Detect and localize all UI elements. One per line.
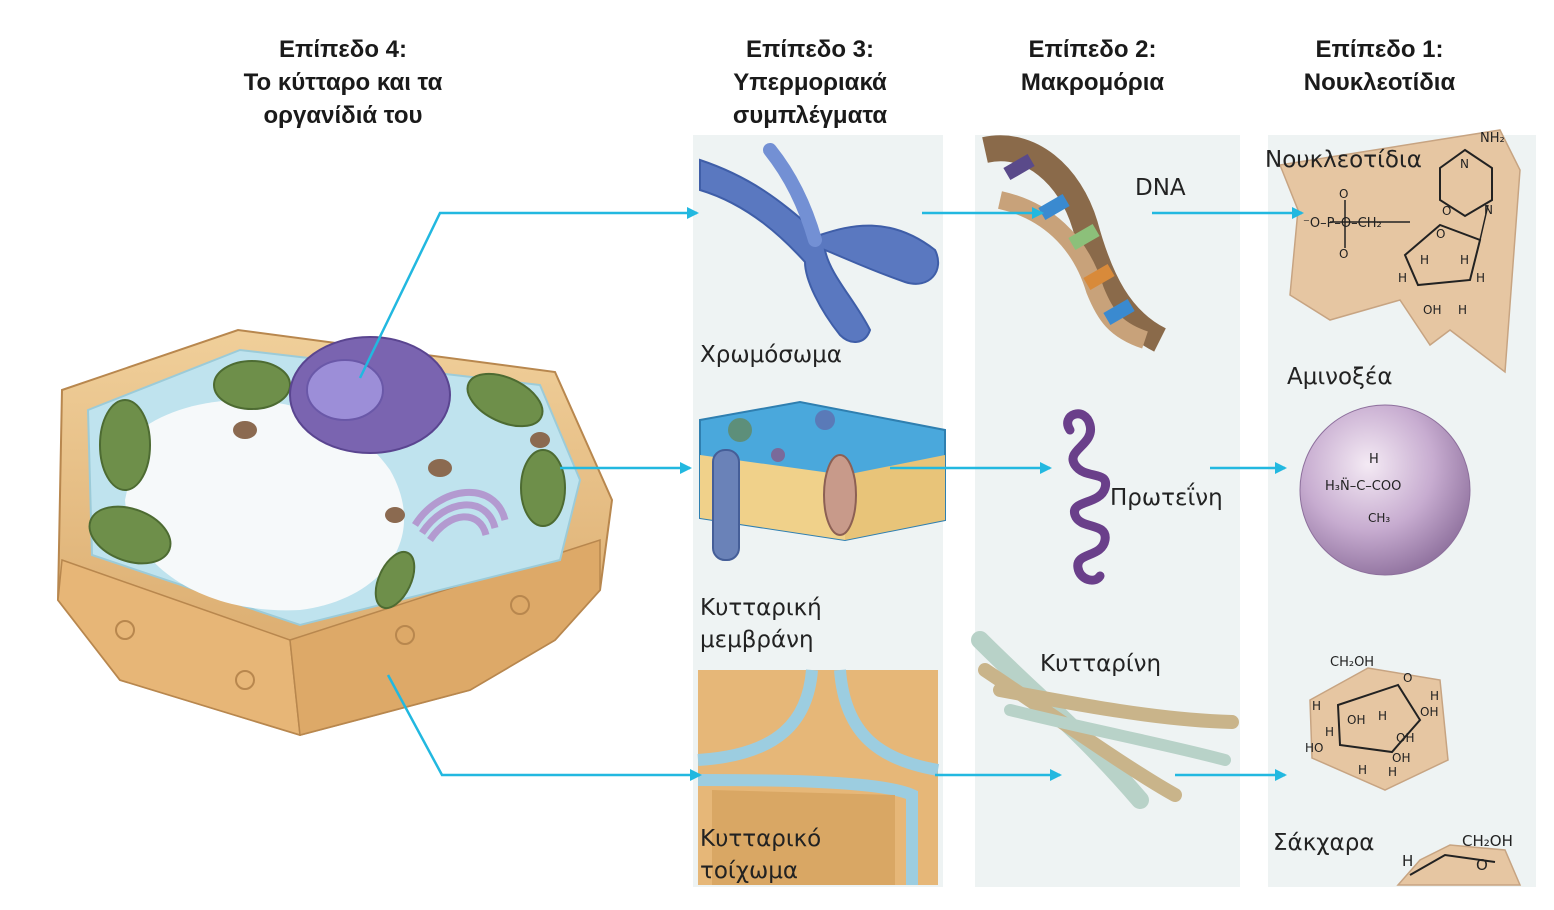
transmembrane-protein-2	[824, 455, 856, 535]
chem-n2: N	[1484, 203, 1493, 217]
chem-h-a: H	[1420, 253, 1429, 267]
chem-h-e: H	[1458, 303, 1467, 317]
mitochondrion-1	[233, 421, 257, 439]
chem-n1: N	[1460, 157, 1469, 171]
label-cell-membrane-line2: μεμβράνη	[700, 624, 822, 656]
protein-illustration	[1068, 414, 1106, 580]
chem-p-o-bottom: O	[1339, 247, 1348, 261]
chem-h-c: H	[1398, 271, 1407, 285]
transmembrane-protein-1	[713, 450, 739, 560]
chem-aa-amine: H₃N̈–C–COO	[1325, 479, 1401, 494]
cell-membrane-illustration	[700, 402, 945, 560]
chem-sugar-o: O	[1403, 671, 1412, 685]
chem-sugar-h1: H	[1312, 699, 1321, 713]
nucleolus	[307, 360, 383, 420]
sugar-illustration: CH₂OH H O H OH H OH H OH HO H OH H	[1305, 655, 1448, 790]
chem-sugar-h6: H	[1388, 765, 1397, 779]
chem-o-ring: O	[1436, 227, 1445, 241]
chem-h-d: H	[1476, 271, 1485, 285]
chromosome-illustration	[700, 150, 938, 342]
label-chromosome: Χρωμόσωμα	[700, 339, 842, 371]
plant-cell-illustration	[58, 330, 612, 735]
chloroplast-3	[214, 361, 290, 409]
chem-sugar-ho: HO	[1305, 741, 1323, 755]
label-protein: Πρωτεΐνη	[1110, 482, 1223, 514]
chem-p-o-top: O	[1339, 187, 1348, 201]
chem-sugar-oh2: OH	[1420, 705, 1438, 719]
sugar-partial-illustration: CH₂OH H O	[1398, 832, 1520, 885]
label-cell-membrane: Κυτταρική μεμβράνη	[700, 592, 822, 656]
chem-sugar-oh4: OH	[1392, 751, 1410, 765]
chem-sugar-h2: H	[1430, 689, 1439, 703]
label-nucleotides: Νουκλεοτίδια	[1265, 144, 1422, 176]
label-sugars: Σάκχαρα	[1273, 827, 1374, 859]
chem-aa-h: H	[1369, 452, 1379, 467]
mitochondrion-3	[385, 507, 405, 523]
chem-aa-methyl: CH₃	[1368, 511, 1390, 525]
chem-sugar-oh1: OH	[1347, 713, 1365, 727]
chem-sugar-h5: H	[1358, 763, 1367, 777]
chem-sugar-oh3: OH	[1396, 731, 1414, 745]
dna-illustration	[985, 148, 1160, 340]
chem-sugar2-h: H	[1402, 852, 1413, 870]
chem-nh2: NH₂	[1480, 131, 1505, 146]
label-cell-wall-line1: Κυτταρικό	[700, 823, 821, 855]
label-cell-wall-line2: τοίχωμα	[700, 855, 821, 887]
amino-acid-illustration: H H₃N̈–C–COO CH₃	[1300, 405, 1470, 575]
chloroplast-1	[100, 400, 150, 490]
chloroplast-5	[521, 450, 565, 526]
chem-sugar-h3: H	[1378, 709, 1387, 723]
chem-sugar-h4: H	[1325, 725, 1334, 739]
label-cell-wall: Κυτταρικό τοίχωμα	[700, 823, 821, 887]
label-cell-membrane-line1: Κυτταρική	[700, 592, 822, 624]
label-amino-acids: Αμινοξέα	[1287, 361, 1393, 393]
label-dna: DNA	[1135, 172, 1186, 204]
chem-h-b: H	[1460, 253, 1469, 267]
chem-oh: OH	[1423, 303, 1441, 317]
mitochondrion-4	[530, 432, 550, 448]
chem-sugar2-o: O	[1476, 856, 1488, 874]
chem-sugar2-ch2oh: CH₂OH	[1462, 832, 1513, 850]
label-cellulose: Κυτταρίνη	[1040, 648, 1161, 680]
chem-sugar-ch2oh: CH₂OH	[1330, 655, 1374, 670]
chem-o-keto: O	[1442, 204, 1451, 218]
chem-phosphate: ⁻O–P–O–CH₂	[1303, 216, 1382, 231]
mitochondrion-2	[428, 459, 452, 477]
